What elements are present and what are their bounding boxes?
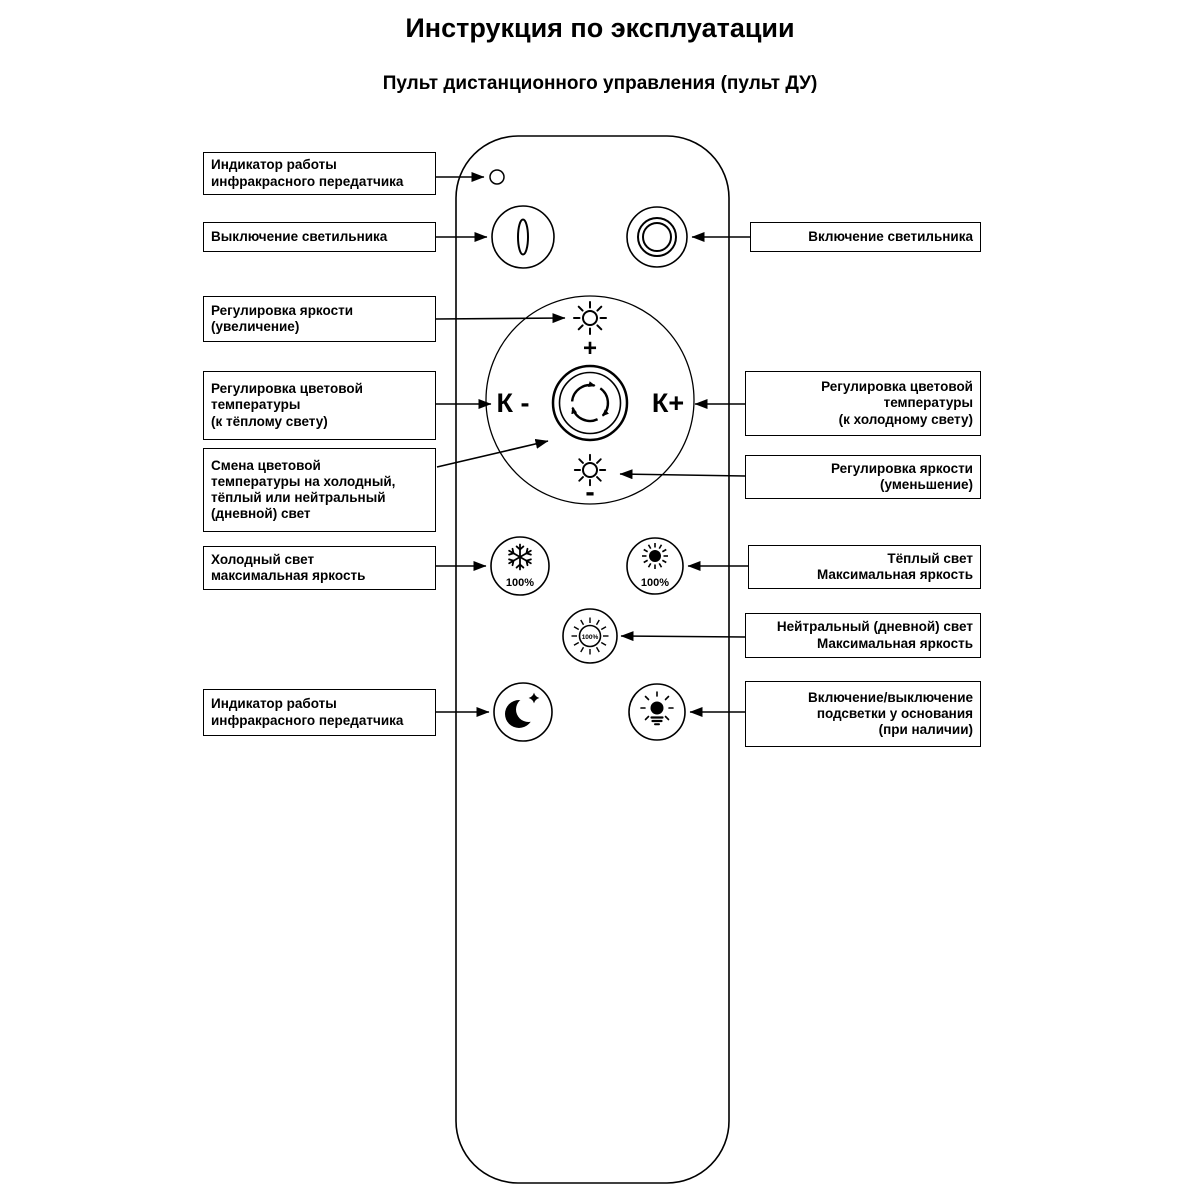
- callout-base-backlight: Включение/выключение подсветки у основан…: [745, 681, 981, 747]
- callout-text: Индикатор работы инфракрасного передатчи…: [211, 157, 404, 189]
- callout-arrows: [435, 172, 750, 717]
- warm-sun-icon: [642, 543, 668, 569]
- warm-light-button: 100%: [626, 537, 684, 595]
- callout-text: Включение/выключение подсветки у основан…: [808, 689, 973, 738]
- minus-sign: -: [585, 476, 594, 507]
- warm-percent-label: 100%: [641, 577, 669, 589]
- callout-color-temp-warm: Регулировка цветовой температуры (к тёпл…: [203, 371, 436, 440]
- arrow-color-mode: [436, 438, 549, 468]
- power-off-button: [491, 205, 555, 269]
- power-on-button: [626, 206, 688, 268]
- callout-power-on: Включение светильника: [750, 222, 981, 252]
- arrow-brightness-down: [619, 469, 746, 480]
- callout-power-off: Выключение светильника: [203, 222, 436, 252]
- power-off-icon: [517, 218, 529, 256]
- callout-text: Нейтральный (дневной) свет Максимальная …: [776, 619, 973, 651]
- brightness-up-icon: [573, 301, 607, 335]
- page-title: Инструкция по эксплуатации: [405, 13, 795, 43]
- color-mode-button: [551, 364, 629, 442]
- star-icon: [528, 692, 540, 704]
- cold-percent-label: 100%: [506, 577, 534, 589]
- callout-text: Смена цветовой температуры на холодный, …: [211, 457, 396, 522]
- plus-sign: +: [583, 335, 597, 362]
- callout-neutral-light: Нейтральный (дневной) свет Максимальная …: [745, 613, 981, 658]
- callout-text: Тёплый свет Максимальная яркость: [817, 550, 973, 582]
- neutral-sun-icon: [571, 617, 609, 655]
- callout-color-temp-cold: Регулировка цветовой температуры (к холо…: [745, 371, 981, 436]
- callout-text: Холодный свет максимальная яркость: [211, 551, 366, 583]
- night-mode-button: [493, 682, 553, 742]
- brightness-down-icon: [573, 453, 607, 487]
- callout-text: Регулировка яркости (увеличение): [211, 302, 354, 334]
- callout-text: Индикатор работы инфракрасного передатчи…: [211, 696, 404, 728]
- callout-cold-light: Холодный свет максимальная яркость: [203, 546, 436, 590]
- k-minus-label: К -: [497, 388, 530, 418]
- callout-color-mode: Смена цветовой температуры на холодный, …: [203, 448, 436, 532]
- callout-brightness-up: Регулировка яркости (увеличение): [203, 296, 436, 342]
- neutral-light-button: 100%: [562, 608, 618, 664]
- arrow-neutral-light: [620, 631, 746, 642]
- callout-ir-indicator-bottom: Индикатор работы инфракрасного передатчи…: [203, 689, 436, 736]
- bulb-icon: [640, 691, 674, 726]
- neutral-percent-label: 100%: [582, 634, 599, 641]
- callout-text: Регулировка цветовой температуры (к холо…: [821, 379, 973, 427]
- callout-text: Регулировка цветовой температуры (к тёпл…: [211, 381, 363, 429]
- base-backlight-button: [628, 683, 686, 741]
- power-on-icon: [637, 217, 677, 257]
- callout-warm-light: Тёплый свет Максимальная яркость: [748, 545, 981, 589]
- dial-cluster: + К - К+ -: [485, 295, 695, 507]
- moon-icon: [505, 692, 541, 728]
- callout-ir-indicator-top: Индикатор работы инфракрасного передатчи…: [203, 152, 436, 195]
- arrow-brightness-up: [435, 313, 566, 324]
- cycle-arrows-icon: [570, 381, 610, 423]
- k-plus-label: К+: [652, 388, 684, 418]
- page-subtitle: Пульт дистанционного управления (пульт Д…: [382, 73, 818, 94]
- callout-text: Выключение светильника: [211, 228, 388, 244]
- cold-light-button: 100%: [490, 536, 550, 596]
- ir-indicator-led: [489, 169, 505, 185]
- callout-brightness-down: Регулировка яркости (уменьшение): [745, 455, 981, 499]
- callout-text: Регулировка яркости (уменьшение): [830, 460, 973, 492]
- callout-text: Включение светильника: [808, 228, 973, 244]
